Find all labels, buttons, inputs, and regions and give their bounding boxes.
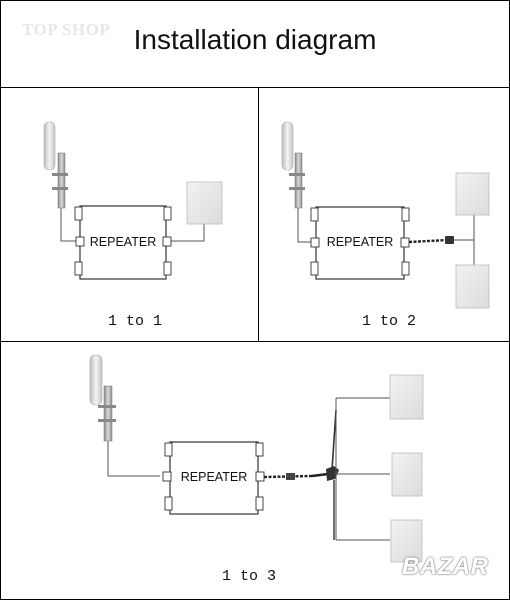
antenna-cable-1: [60, 208, 76, 242]
indoor-cable-1: [171, 224, 205, 242]
watermark-text: TOP SHOP: [22, 20, 111, 39]
indoor-antenna-3a: [389, 374, 424, 420]
repeater-box-3: REPEATER: [162, 441, 265, 515]
indoor-antenna-2b: [455, 264, 490, 309]
outdoor-antenna-3: [89, 354, 116, 442]
indoor-antenna-2a: [455, 172, 490, 216]
repeater-label-3: REPEATER: [181, 470, 247, 484]
antenna-cable-2: [297, 208, 311, 243]
distribution-lines-3: [335, 397, 390, 541]
caption-1-to-1: 1 to 1: [108, 313, 163, 330]
outdoor-antenna-1: [43, 121, 68, 209]
indoor-antenna-3c: [390, 519, 423, 563]
antenna-cable-3: [107, 441, 160, 477]
page-title: Installation diagram: [133, 24, 377, 55]
repeater-box-2: REPEATER: [310, 206, 410, 280]
indoor-antenna-3b: [391, 452, 423, 497]
splitter-3: [263, 409, 339, 540]
repeater-box-1: REPEATER: [74, 205, 172, 280]
splitter-2: [408, 215, 475, 265]
caption-1-to-2: 1 to 2: [362, 313, 417, 330]
indoor-antenna-1: [186, 181, 223, 225]
caption-1-to-3: 1 to 3: [222, 568, 277, 585]
outdoor-antenna-2: [281, 121, 305, 209]
repeater-label-1: REPEATER: [90, 235, 156, 249]
bazar-logo: BAZAR: [402, 553, 489, 580]
repeater-label-2: REPEATER: [327, 235, 393, 249]
